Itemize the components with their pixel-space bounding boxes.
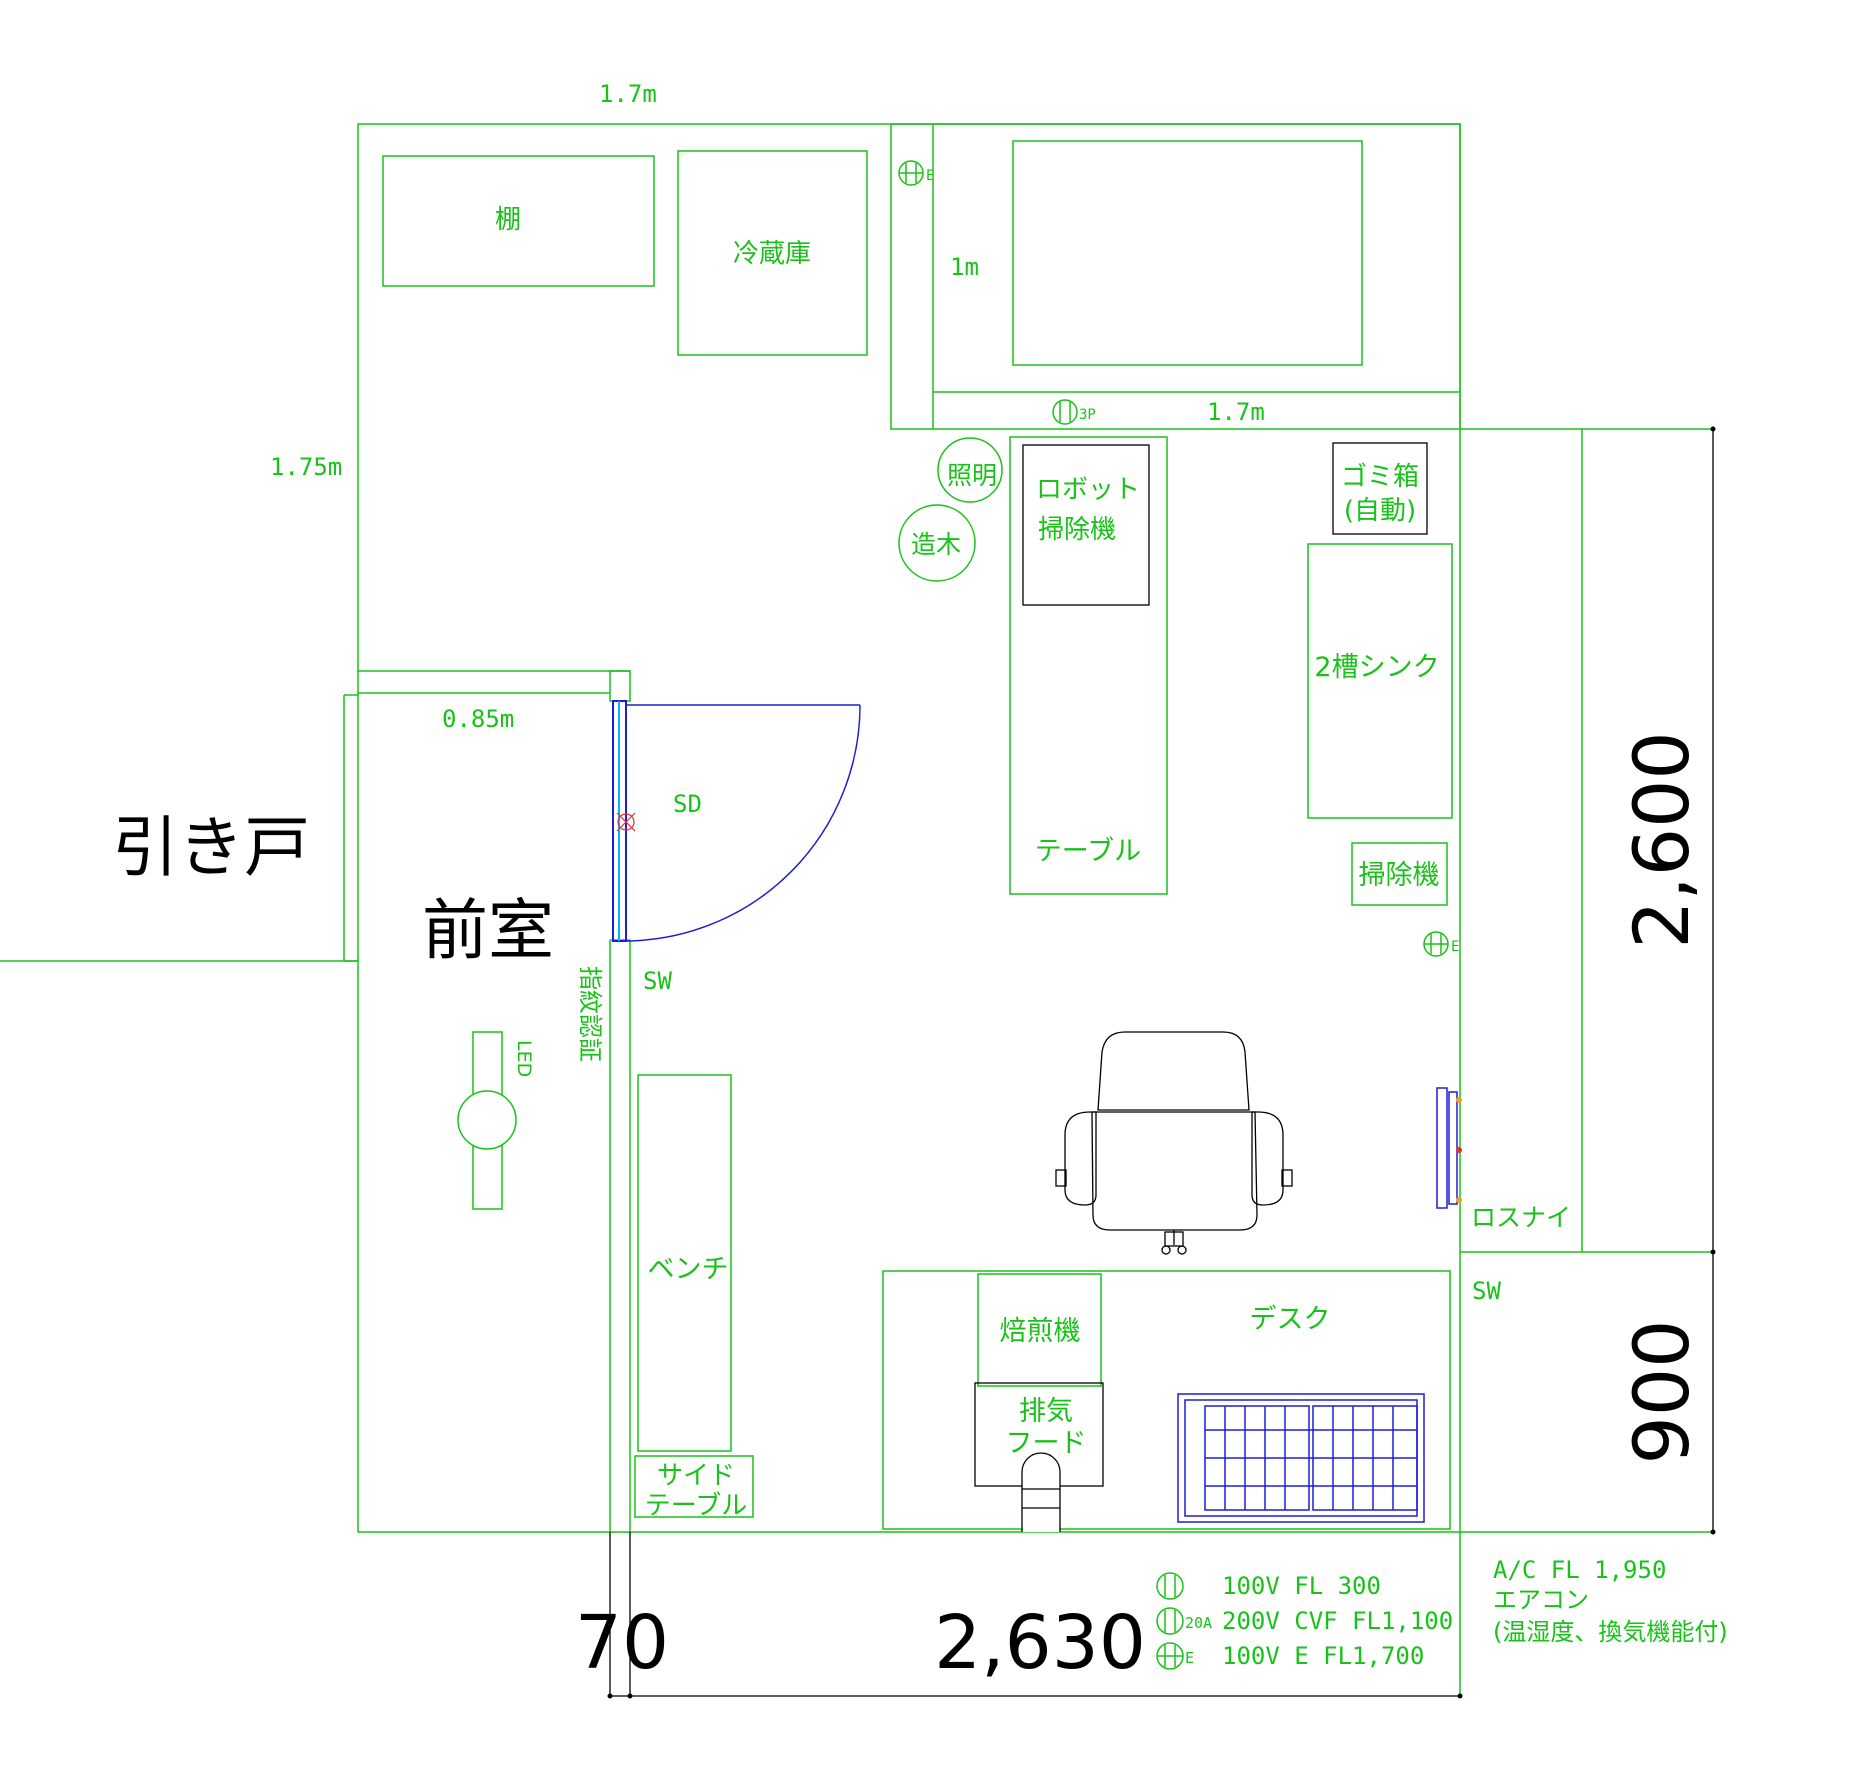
- anteroom-width-label: 0.85m: [442, 705, 514, 733]
- fridge: [677, 150, 868, 356]
- swing-door: [612, 700, 861, 942]
- lighting-label: 照明: [947, 461, 997, 490]
- trash-label-2: (自動): [1344, 496, 1416, 526]
- legend-tag-3: E: [1185, 1649, 1194, 1667]
- hood-label-2: フード: [1006, 1428, 1087, 1459]
- legend-outlet-icon: [1156, 1572, 1184, 1600]
- legend-outlet-20a-icon: [1156, 1607, 1184, 1635]
- robot-label-1: ロボット: [1036, 475, 1140, 505]
- door-sensor-icon: [616, 812, 636, 832]
- desk: [882, 1270, 1451, 1530]
- led-fixture: [457, 1031, 517, 1210]
- outlet-icon: [1052, 399, 1078, 425]
- cleaner-label: 掃除機: [1359, 860, 1440, 891]
- robot-label-2: 掃除機: [1038, 515, 1116, 545]
- legend-item-2: 200V CVF FL1,100: [1222, 1607, 1453, 1635]
- right-strip: [1460, 426, 1716, 1535]
- roaster: [977, 1273, 1102, 1387]
- exhaust-duct: [1021, 1452, 1061, 1532]
- booth-height-label: 1m: [950, 253, 979, 281]
- lossnay-vent: [1436, 1087, 1462, 1209]
- legend-tag-2: 20A: [1185, 1614, 1212, 1632]
- legend-outlet-e-icon: [1156, 1642, 1184, 1670]
- dimension-bottom-left: 70: [575, 1600, 669, 1686]
- legend-item-1: 100V FL 300: [1222, 1572, 1381, 1600]
- shelf-label: 棚: [495, 205, 521, 235]
- fingerprint-label: 指紋認証: [576, 966, 604, 1062]
- hood-label-1: 排気: [1019, 1396, 1073, 1427]
- roaster-label: 焙煎機: [1000, 1316, 1081, 1347]
- outlet-icon: [1423, 931, 1449, 957]
- bench-label: ベンチ: [648, 1254, 729, 1285]
- carpentry-label: 造木: [911, 530, 961, 559]
- ac-label-1: A/C FL 1,950: [1493, 1556, 1666, 1584]
- booth-width-label: 1.7m: [1207, 398, 1265, 426]
- sw-desk-label: SW: [1472, 1277, 1501, 1305]
- table-label: テーブル: [1035, 836, 1141, 867]
- outlet-icon: [898, 160, 924, 186]
- carpentry-circle: [898, 504, 976, 582]
- anteroom-label: 前室: [422, 892, 554, 969]
- outlet-e-tag: E: [926, 168, 934, 184]
- cleaner-box: [1351, 842, 1448, 906]
- robot-cleaner: [1022, 444, 1150, 606]
- side-table-label-2: テーブル: [645, 1491, 747, 1521]
- led-label: LED: [513, 1040, 535, 1077]
- dimension-right-lower: 900: [1617, 1319, 1706, 1464]
- outlet-3p-tag: 3P: [1079, 407, 1096, 423]
- chair-icon: [1055, 1031, 1293, 1255]
- dimension-bottom-main: 2,630: [934, 1600, 1146, 1686]
- bottom-dimension-lines: [607, 1532, 1463, 1699]
- dimension-right-upper: 2,600: [1617, 731, 1706, 949]
- desk-appliance: [1177, 1393, 1425, 1523]
- lighting-circle: [937, 437, 1003, 503]
- ac-label-3: (温湿度、換気機能付): [1493, 1618, 1728, 1646]
- trash-label-1: ゴミ箱: [1341, 462, 1419, 492]
- sd-label: SD: [673, 790, 702, 818]
- side-table-label-1: サイド: [657, 1461, 735, 1491]
- fridge-label: 冷蔵庫: [733, 239, 811, 269]
- left-height-label: 1.75m: [270, 453, 342, 481]
- sw-door-label: SW: [643, 967, 672, 995]
- outlet-e-tag: E: [1451, 939, 1459, 955]
- sink-label: 2槽シンク: [1314, 652, 1439, 683]
- trash-bin: [1332, 442, 1428, 535]
- legend-item-3: 100V E FL1,700: [1222, 1642, 1424, 1670]
- bench: [637, 1074, 732, 1452]
- ac-label-2: エアコン: [1493, 1586, 1589, 1614]
- lossnay-label: ロスナイ: [1471, 1203, 1571, 1232]
- desk-label: デスク: [1250, 1304, 1331, 1335]
- shelf: [382, 155, 655, 287]
- side-table: [634, 1455, 754, 1518]
- booth: [890, 123, 1461, 430]
- double-sink: [1307, 543, 1453, 819]
- sliding-door-label: 引き戸: [112, 809, 310, 886]
- table: [1009, 436, 1168, 895]
- top-width-label: 1.7m: [599, 80, 657, 108]
